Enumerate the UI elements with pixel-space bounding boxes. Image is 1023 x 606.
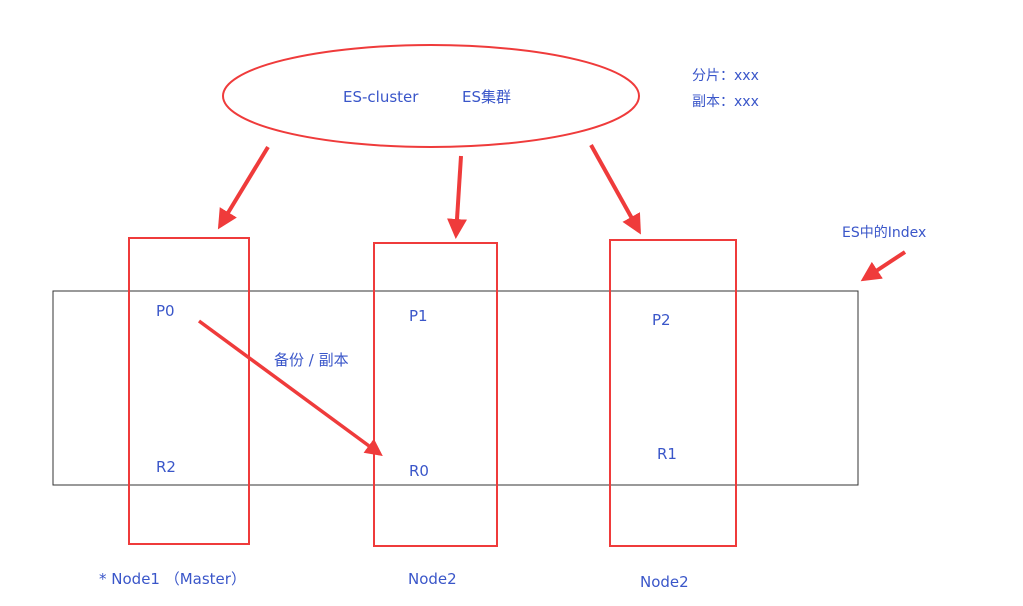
cluster-ellipse bbox=[222, 44, 640, 148]
backup-arrow bbox=[197, 319, 383, 457]
shard-p0: P0 bbox=[156, 302, 175, 320]
shard-r0: R0 bbox=[409, 462, 429, 480]
index-rect bbox=[52, 290, 859, 486]
cluster-label: ES-cluster bbox=[343, 88, 419, 106]
shard-r1: R1 bbox=[657, 445, 677, 463]
shard-r2: R2 bbox=[156, 458, 176, 476]
node1-label: * Node1 （Master） bbox=[99, 570, 246, 588]
replicas-setting: 副本：xxx bbox=[692, 94, 759, 110]
index-arrow bbox=[860, 250, 907, 282]
shard-p2: P2 bbox=[652, 311, 671, 329]
node3-box bbox=[609, 239, 737, 547]
cluster-to-node3-arrow bbox=[589, 144, 641, 235]
node2-label: Node2 bbox=[408, 570, 457, 588]
node3-label: Node2 bbox=[640, 573, 689, 591]
index-label: ES中的Index bbox=[842, 225, 926, 241]
backup-label: 备份 / 副本 bbox=[274, 351, 349, 369]
shards-setting: 分片：xxx bbox=[692, 68, 759, 84]
cluster-label-cn: ES集群 bbox=[462, 88, 511, 106]
shard-p1: P1 bbox=[409, 307, 428, 325]
node1-box bbox=[128, 237, 250, 545]
cluster-to-node1-arrow bbox=[217, 145, 270, 230]
cluster-to-node2-arrow bbox=[447, 155, 467, 239]
node2-box bbox=[373, 242, 498, 547]
